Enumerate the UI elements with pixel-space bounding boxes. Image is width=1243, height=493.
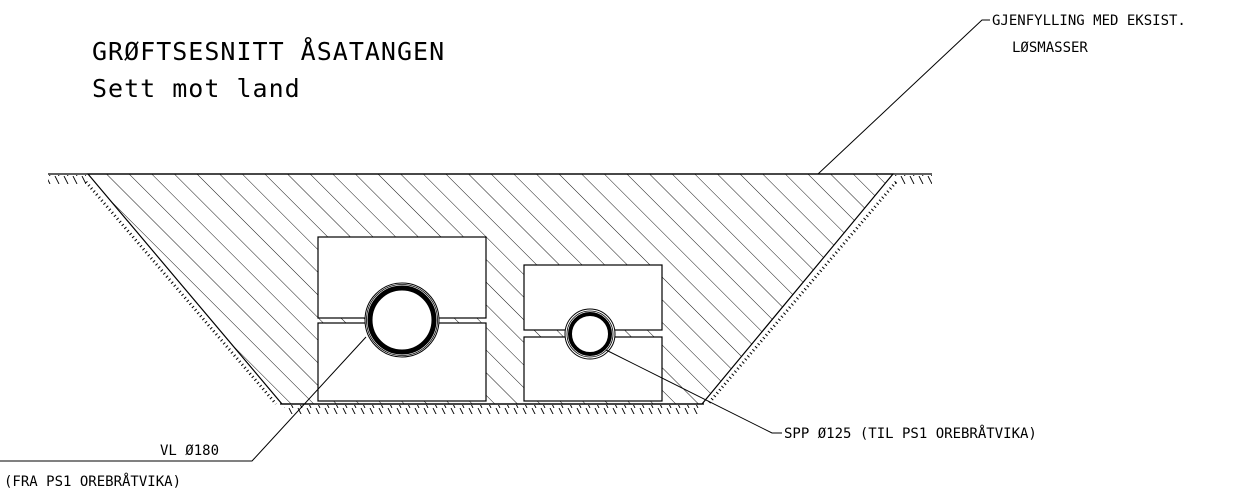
drawing-subtitle: Sett mot land (92, 74, 301, 103)
ground-ticks-left (48, 175, 86, 184)
trench-wall-ticks-left (84, 181, 278, 405)
vl-pipe-outer-ring (366, 284, 438, 356)
vl-from-label: (FRA PS1 OREBRÅTVIKA) (4, 473, 181, 490)
trench-bottom-ticks (284, 405, 702, 414)
spp-label: SPP Ø125 (TIL PS1 OREBRÅTVIKA) (784, 425, 1037, 442)
spp-bedding-blocks (523, 264, 663, 402)
backfill-label-line1: GJENFYLLING MED EKSIST. (992, 13, 1186, 29)
backfill-leader-line (817, 19, 990, 175)
vl-pipe-icon (367, 285, 437, 355)
vl-leader-line (0, 336, 367, 462)
spp-pipe-icon (568, 312, 612, 356)
spp-leader-line (605, 349, 782, 434)
trench-wall-ticks-right (706, 181, 898, 405)
drawing-title: GRØFTSESNITT ÅSATANGEN (92, 37, 445, 66)
vl-label: VL Ø180 (160, 443, 219, 459)
trench-backfill-hatch (86, 173, 895, 405)
backfill-label-line2: LØSMASSER (1012, 40, 1088, 56)
spp-pipe-outer-ring (566, 310, 614, 358)
ground-ticks-right (895, 175, 932, 184)
vl-bedding-blocks (317, 236, 487, 402)
